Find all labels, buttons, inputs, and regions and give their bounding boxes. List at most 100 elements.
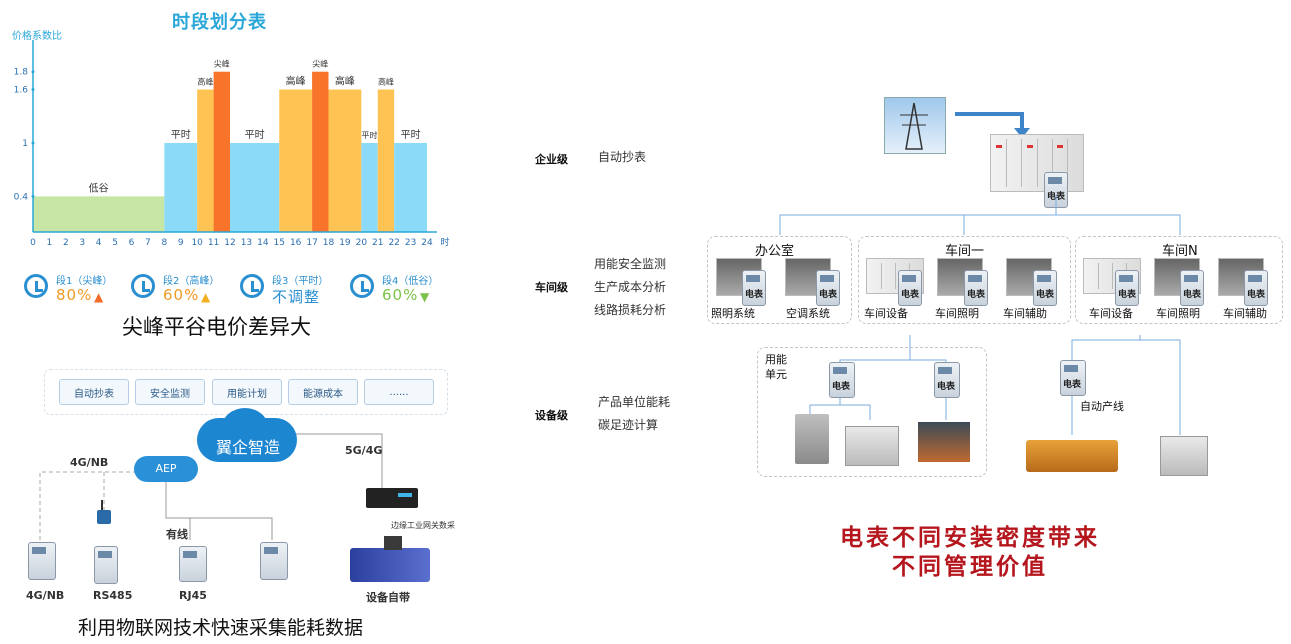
legend-value: 60% (163, 286, 200, 304)
x-tick-label: 8 (161, 238, 167, 248)
bar (213, 71, 230, 232)
x-tick-label: 5 (112, 238, 118, 248)
device-label: 车间设备 (1089, 307, 1133, 320)
group-title: 办公室 (755, 244, 795, 259)
x-tick-label: 9 (178, 238, 184, 248)
y-tick-label: 1.8 (14, 68, 29, 78)
press-machine-icon (795, 414, 829, 464)
legend-value: 60% (382, 286, 419, 304)
tower-icon (900, 102, 928, 150)
x-tick-label: 1 (47, 238, 53, 248)
legend-name: 段2（高峰） (163, 276, 220, 287)
x-tick-label: 12 (224, 238, 235, 248)
device-label: 车间辅助 (1223, 307, 1267, 320)
feature-pill: 能源成本 (288, 379, 358, 405)
bar-label: 高峰 (286, 75, 306, 88)
legend-flat: 段3（平时） 不调整 (240, 272, 340, 308)
x-tick-label: 18 (323, 238, 335, 248)
injection-machine-icon (350, 548, 430, 582)
device-label: 车间辅助 (1003, 307, 1047, 320)
bar-label: 高峰 (378, 77, 394, 87)
x-tick-label: 7 (145, 238, 151, 248)
caption-line-2: 不同管理价值 (892, 553, 1048, 580)
meter-icon: 电表 (898, 270, 922, 306)
bar-label: 平时 (362, 130, 378, 140)
arrow-icon (955, 112, 1030, 138)
up-arrow-icon: ▲ (94, 290, 104, 304)
bar-label: 平时 (401, 129, 421, 141)
legend-value: 80% (56, 286, 93, 304)
meter-icon: 电表 (1033, 270, 1057, 306)
device-label: RJ45 (179, 589, 207, 602)
x-tick-label: 2 (63, 238, 69, 248)
label-5g4g: 5G/4G (345, 444, 383, 457)
aep-label: AEP (155, 462, 177, 475)
bar-label: 尖峰 (214, 59, 230, 69)
antenna-icon (101, 500, 103, 510)
x-tick-label: 14 (257, 238, 269, 248)
bar (312, 71, 329, 232)
x-tick-label: 19 (339, 238, 351, 248)
legend-name: 段1（尖峰） (56, 276, 113, 287)
x-tick-label: 24 (421, 238, 433, 248)
y-tick-mark (31, 88, 35, 92)
clock-icon (350, 274, 374, 298)
cloud-puff (222, 408, 268, 446)
device-label: 车间设备 (864, 307, 908, 320)
bar (279, 89, 313, 233)
meter-icon: 电表 (1060, 360, 1086, 396)
meter-icon: 电表 (742, 270, 766, 306)
gateway-led (398, 493, 412, 497)
device-label: 4G/NB (26, 589, 65, 602)
x-tick-label: 6 (129, 238, 135, 248)
function-text: 碳足迹计算 (598, 418, 659, 432)
x-tick-label: 22 (388, 238, 399, 248)
group-office (707, 236, 852, 324)
meter-icon: 电表 (1244, 270, 1268, 306)
x-tick-label: 10 (191, 238, 203, 248)
meter-icon (28, 542, 56, 580)
caption-iot: 利用物联网技术快速采集能耗数据 (78, 617, 364, 639)
clock-icon (240, 274, 264, 298)
bar (361, 142, 378, 232)
bar-label: 高峰 (335, 75, 355, 88)
legend-name: 段4（低谷） (382, 276, 439, 287)
feature-pill: 安全监测 (135, 379, 205, 405)
x-tick-label: 17 (306, 238, 317, 248)
line-label: 自动产线 (1080, 400, 1124, 413)
meter-icon (260, 542, 288, 580)
cloud-label: 翼企智造 (215, 438, 280, 457)
bar (394, 142, 427, 232)
bar (197, 89, 214, 233)
x-tick-label: 16 (290, 238, 302, 248)
legend-name: 段3（平时） (272, 276, 329, 287)
group-energy-unit (757, 347, 987, 477)
device-label: 照明系统 (711, 307, 755, 320)
group-title: 车间一 (945, 244, 985, 259)
unit-label: 用能 (765, 353, 787, 366)
group-title: 车间N (1162, 244, 1198, 259)
bar (33, 196, 165, 232)
meter-icon (179, 546, 207, 582)
bar (164, 142, 198, 232)
meter-icon: 电表 (934, 362, 960, 398)
meter-icon: 电表 (816, 270, 840, 306)
device-label: 设备自带 (366, 591, 410, 604)
meter-icon: 电表 (829, 362, 855, 398)
clock-icon (131, 274, 155, 298)
level-enterprise: 企业级 (535, 153, 568, 166)
function-text: 线路损耗分析 (594, 303, 667, 317)
y-tick-mark (31, 141, 35, 145)
label-4gnb: 4G/NB (70, 456, 109, 469)
bar-label: 低谷 (89, 181, 109, 194)
caption-line-1: 电表不同安装密度带来 (840, 524, 1100, 551)
device-label: RS485 (93, 589, 133, 602)
y-axis-label: 价格系数比 (12, 31, 62, 42)
x-tick-label: 4 (96, 238, 102, 248)
group-workshop-n (1075, 236, 1283, 324)
y-tick-label: 1 (22, 139, 28, 149)
robot-line-icon (1026, 440, 1118, 472)
function-text: 产品单位能耗 (598, 395, 671, 409)
meter-icon: 电表 (964, 270, 988, 306)
down-arrow-icon: ▼ (420, 290, 430, 304)
